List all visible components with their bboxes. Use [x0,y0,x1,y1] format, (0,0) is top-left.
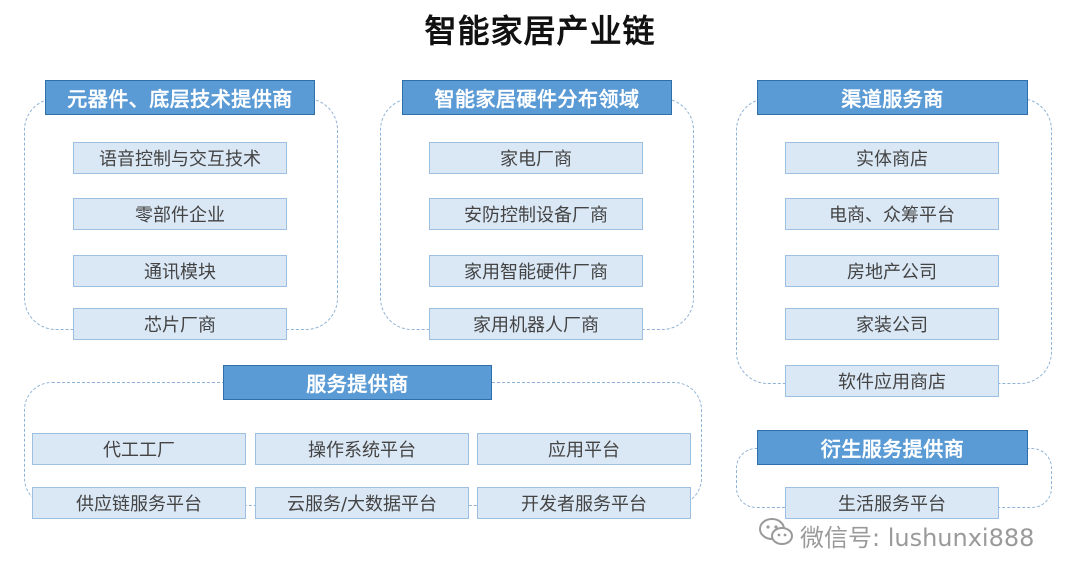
channels-header: 渠道服务商 [757,80,1028,115]
wechat-icon [758,517,800,553]
watermark-text: 微信号: lushunxi888 [800,523,1035,552]
components-item: 通讯模块 [73,255,287,287]
hardware-header: 智能家居硬件分布领域 [402,80,672,115]
components-header: 元器件、底层技术提供商 [45,80,315,115]
services-item: 开发者服务平台 [477,487,691,519]
watermark: 微信号: lushunxi888 [758,518,1034,552]
channels-item: 家装公司 [785,308,999,340]
channels-item: 房地产公司 [785,255,999,287]
components-item: 零部件企业 [73,198,287,230]
derivative-header: 衍生服务提供商 [757,430,1028,465]
components-item: 语音控制与交互技术 [73,142,287,174]
hardware-item: 家用智能硬件厂商 [429,255,643,287]
hardware-item: 家用机器人厂商 [429,308,643,340]
hardware-item: 家电厂商 [429,142,643,174]
services-item: 云服务/大数据平台 [255,487,469,519]
channels-item: 实体商店 [785,142,999,174]
services-item: 应用平台 [477,433,691,465]
services-item: 操作系统平台 [255,433,469,465]
services-item: 代工工厂 [32,433,246,465]
hardware-item: 安防控制设备厂商 [429,198,643,230]
channels-item: 电商、众筹平台 [785,198,999,230]
services-item: 供应链服务平台 [32,487,246,519]
page-title: 智能家居产业链 [424,12,656,50]
services-header: 服务提供商 [223,365,492,400]
channels-item: 软件应用商店 [785,365,999,397]
derivative-item: 生活服务平台 [785,487,999,519]
channels-group-border [736,98,1052,384]
components-item: 芯片厂商 [73,308,287,340]
